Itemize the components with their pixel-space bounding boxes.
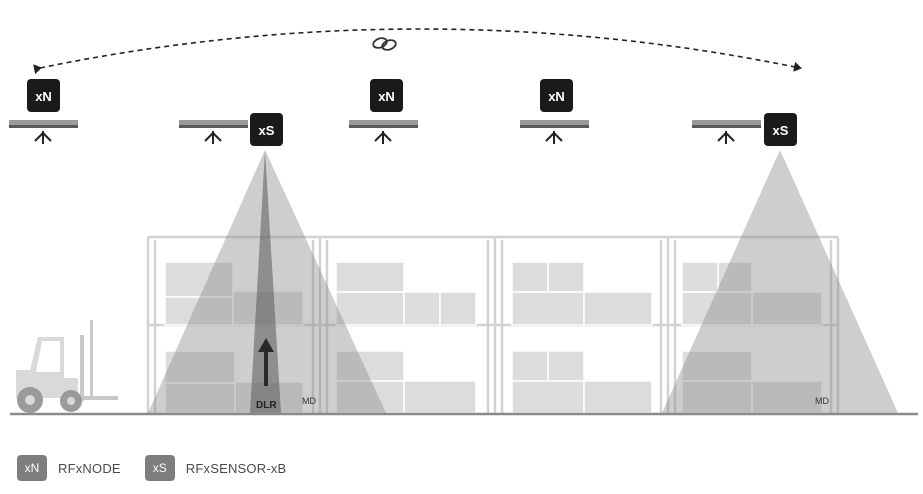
legend-item-node: xN RFxNODE (17, 455, 121, 481)
antenna-icon (545, 131, 563, 144)
antenna-icon (374, 131, 392, 144)
antenna-icon (204, 131, 222, 144)
rfxnode-badge-3: xN (540, 79, 573, 112)
rfxsensor-badge-2: xS (764, 113, 797, 146)
rfxsensor-badge-label: xS (773, 123, 789, 138)
legend-item-sensor: xS RFxSENSOR-xB (144, 455, 287, 481)
rfxnode-badge-label: xN (548, 89, 565, 104)
forklift-icon (16, 320, 118, 413)
antenna-icon (717, 131, 735, 144)
md-label-right: MD (815, 396, 829, 406)
dlr-label: DLR (256, 400, 277, 411)
sensor-beam-narrow (250, 150, 281, 413)
ceiling-fixtures (9, 120, 761, 144)
link-chain-icon (372, 37, 397, 51)
legend: xN RFxNODE xS RFxSENSOR-xB (17, 454, 310, 482)
dlr-arrow (258, 338, 274, 386)
legend-label-node: RFxNODE (58, 460, 121, 476)
legend-badge-sensor: xS (144, 455, 175, 481)
legend-badge-node: xN (17, 455, 47, 481)
sensor-cone-right (662, 150, 898, 413)
rfxnode-badge-label: xN (378, 89, 395, 104)
rfxnode-badge-2: xN (370, 79, 403, 112)
rfxnode-badge-label: xN (35, 89, 52, 104)
md-label-left: MD (302, 396, 316, 406)
rfxsensor-badge-1: xS (250, 113, 283, 146)
legend-label-sensor: RFxSENSOR-xB (185, 460, 287, 476)
rfxnode-badge-1: xN (27, 79, 60, 112)
communication-arc (33, 28, 802, 75)
antenna-icon (34, 131, 52, 144)
rfxsensor-badge-label: xS (259, 123, 275, 138)
